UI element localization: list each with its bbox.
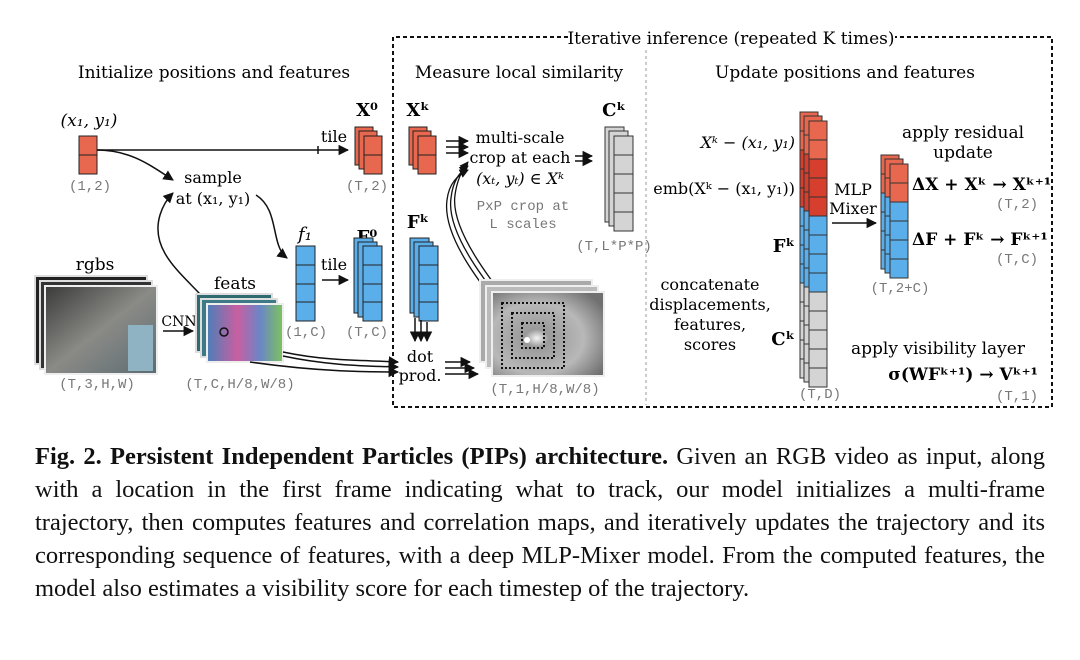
stack-cell <box>808 215 828 236</box>
caption-body: Given an RGB video as input, along with … <box>35 443 1046 602</box>
feats-label: feats <box>214 274 256 294</box>
concat-label-4: scores <box>684 335 736 354</box>
architecture-diagram: Iterative inference (repeated K times) I… <box>34 29 1053 408</box>
stack-cell <box>889 163 909 184</box>
concat-label-2: displacements, <box>649 295 771 314</box>
Xk-label: Xᵏ <box>406 100 429 121</box>
shape-out: (T,2+C) <box>871 281 930 297</box>
pxp-label-1: PxP crop at <box>477 199 569 215</box>
F0-stack <box>353 237 383 322</box>
stack-cell <box>808 196 828 217</box>
stack-cell <box>889 201 909 222</box>
sample-arrow-in <box>96 149 174 181</box>
rgbs-label: rgbs <box>76 255 115 275</box>
Fk-concat-label: Fᵏ <box>773 236 795 257</box>
stack-cell <box>889 258 909 279</box>
x1y1-block <box>78 135 98 175</box>
iterative-inference-label: Iterative inference (repeated K times) <box>567 29 894 49</box>
stack-cell <box>808 158 828 179</box>
shape-C: (T,L*P*P) <box>576 239 652 255</box>
Fk-down-arrows <box>409 318 433 343</box>
dot-to-corr-arrows <box>445 356 480 380</box>
feats-to-dot-arrows <box>249 351 400 378</box>
concatenated-stack <box>799 111 828 388</box>
section-update-heading: Update positions and features <box>715 63 975 83</box>
stack-cell <box>889 182 909 203</box>
stack-cell <box>808 177 828 198</box>
iterative-inference-box: Iterative inference (repeated K times) <box>392 29 1053 408</box>
caption-title: Fig. 2. Persistent Independent Particles… <box>35 443 669 470</box>
shape-rgbs: (T,3,H,W) <box>59 377 135 393</box>
stack-cell <box>808 310 828 331</box>
figure-caption: Fig. 2. Persistent Independent Particles… <box>35 440 1045 605</box>
stack-cell <box>808 329 828 350</box>
stack-cell <box>808 272 828 293</box>
sample-label-2: at (x₁, y₁) <box>176 189 251 208</box>
tile-label-2: tile <box>321 255 347 274</box>
Fk-label: Fᵏ <box>407 212 429 233</box>
sample-label-1: sample <box>184 168 242 187</box>
crop-label-3: (xₜ, yₜ) ∈ Xᵏ <box>476 169 564 188</box>
shape-1-2: (1,2) <box>69 179 111 195</box>
shape-V-update: (T,1) <box>996 389 1038 405</box>
crop-label-2: crop at each <box>470 148 571 167</box>
shape-1-C: (1,C) <box>285 325 327 341</box>
stack-cell <box>808 234 828 255</box>
shape-X-update: (T,2) <box>996 197 1038 213</box>
stack-cell <box>808 291 828 312</box>
dot-label-1: dot <box>407 347 434 366</box>
stack-cell <box>889 239 909 260</box>
pxp-label-2: L scales <box>489 217 556 233</box>
crop-to-C-arrows <box>575 150 594 167</box>
visibility-label: apply visibility layer <box>851 339 1026 359</box>
eq-V-update: σ(WFᵏ⁺¹) → Vᵏ⁺¹ <box>888 365 1038 385</box>
stack-cell <box>808 367 828 388</box>
f1-label: f₁ <box>296 224 312 245</box>
rgb-frames-stack <box>34 275 158 375</box>
residual-label-2: update <box>933 143 993 163</box>
shape-T-C-init: (T,C) <box>346 325 388 341</box>
section-init-heading: Initialize positions and features <box>78 63 350 83</box>
residual-label-1: apply residual <box>902 123 1024 143</box>
xk-to-crop-arrows <box>446 135 470 159</box>
cnn-label: CNN <box>161 314 196 330</box>
tile-label-1: tile <box>321 127 347 146</box>
eq-F-update: ΔF + Fᵏ → Fᵏ⁺¹ <box>912 230 1048 250</box>
concat-label-3: features, <box>674 315 746 334</box>
crop-label-1: multi-scale <box>476 128 565 147</box>
shape-corr: (T,1,H/8,W/8) <box>490 382 599 398</box>
Ck-stack <box>604 126 634 232</box>
stack-cell <box>889 220 909 241</box>
stack-cell <box>808 253 828 274</box>
stack-cell <box>808 139 828 160</box>
section-measure-heading: Measure local similarity <box>415 63 624 83</box>
disp-label: Xᵏ − (x₁, y₁) <box>699 133 795 152</box>
shape-D: (T,D) <box>799 387 841 403</box>
shape-feats: (T,C,H/8,W/8) <box>185 377 294 393</box>
eq-X-update: ΔX + Xᵏ → Xᵏ⁺¹ <box>912 175 1051 195</box>
sample-arrow-out <box>255 194 288 259</box>
stack-cell <box>808 120 828 141</box>
Ck-concat-label: Cᵏ <box>771 329 795 350</box>
f1-block <box>295 245 316 322</box>
output-stack <box>880 154 909 279</box>
correlation-maps-stack <box>479 279 605 377</box>
mlp-label-1: MLP <box>834 180 872 199</box>
concat-label-1: concatenate <box>660 275 759 294</box>
X0-stack <box>354 126 383 175</box>
mlp-label-2: Mixer <box>829 199 877 218</box>
feature-maps-stack <box>195 293 284 363</box>
X0-label: X⁰ <box>356 100 378 121</box>
dot-label-2: prod. <box>399 366 442 385</box>
Fk-stack <box>409 237 439 322</box>
Xk-stack <box>408 126 437 175</box>
shape-T-2-init: (T,2) <box>346 179 388 195</box>
Ck-label: Cᵏ <box>602 100 626 121</box>
emb-label: emb(Xᵏ − (x₁, y₁)) <box>653 179 795 198</box>
x1y1-label: (x₁, y₁) <box>61 111 118 131</box>
shape-F-update: (T,C) <box>996 252 1038 268</box>
stack-cell <box>808 348 828 369</box>
